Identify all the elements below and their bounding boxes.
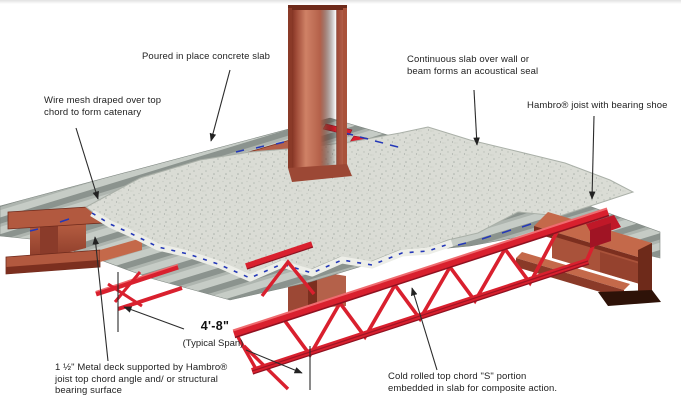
leader-poured-slab	[209, 69, 231, 142]
leader-lines	[75, 69, 596, 371]
leader-wire-mesh	[75, 127, 99, 200]
label-wire-mesh: Wire mesh draped over top chord to form …	[44, 95, 162, 118]
leader-continuous-slab	[473, 89, 480, 146]
label-poured-slab: Poured in place concrete slab	[142, 51, 271, 62]
dimension-span	[117, 272, 311, 390]
hambro-joist	[232, 207, 621, 391]
wire-mesh-on-deck	[29, 132, 532, 246]
label-hambro-joist: Hambro® joist with bearing shoe	[527, 100, 668, 111]
leader-metal-deck	[92, 236, 109, 362]
label-metal-deck: 1 ½" Metal deck supported by Hambro® joi…	[55, 362, 228, 396]
leader-hambro-joist	[588, 115, 596, 200]
leader-cold-rolled	[411, 287, 438, 371]
wire-mesh-dashes	[91, 212, 453, 279]
top-edge-shading	[0, 0, 681, 4]
label-continuous-slab: Continuous slab over wall or beam forms …	[407, 54, 539, 77]
adjacent-joist-fragments	[95, 241, 316, 311]
dimension-value: 4'-8"	[200, 319, 230, 333]
steel-column	[288, 5, 352, 182]
dimension-note: (Typical Span)	[182, 338, 244, 349]
bearing-shoe	[586, 215, 621, 248]
label-cold-rolled: Cold rolled top chord "S" portion embedd…	[388, 371, 558, 394]
